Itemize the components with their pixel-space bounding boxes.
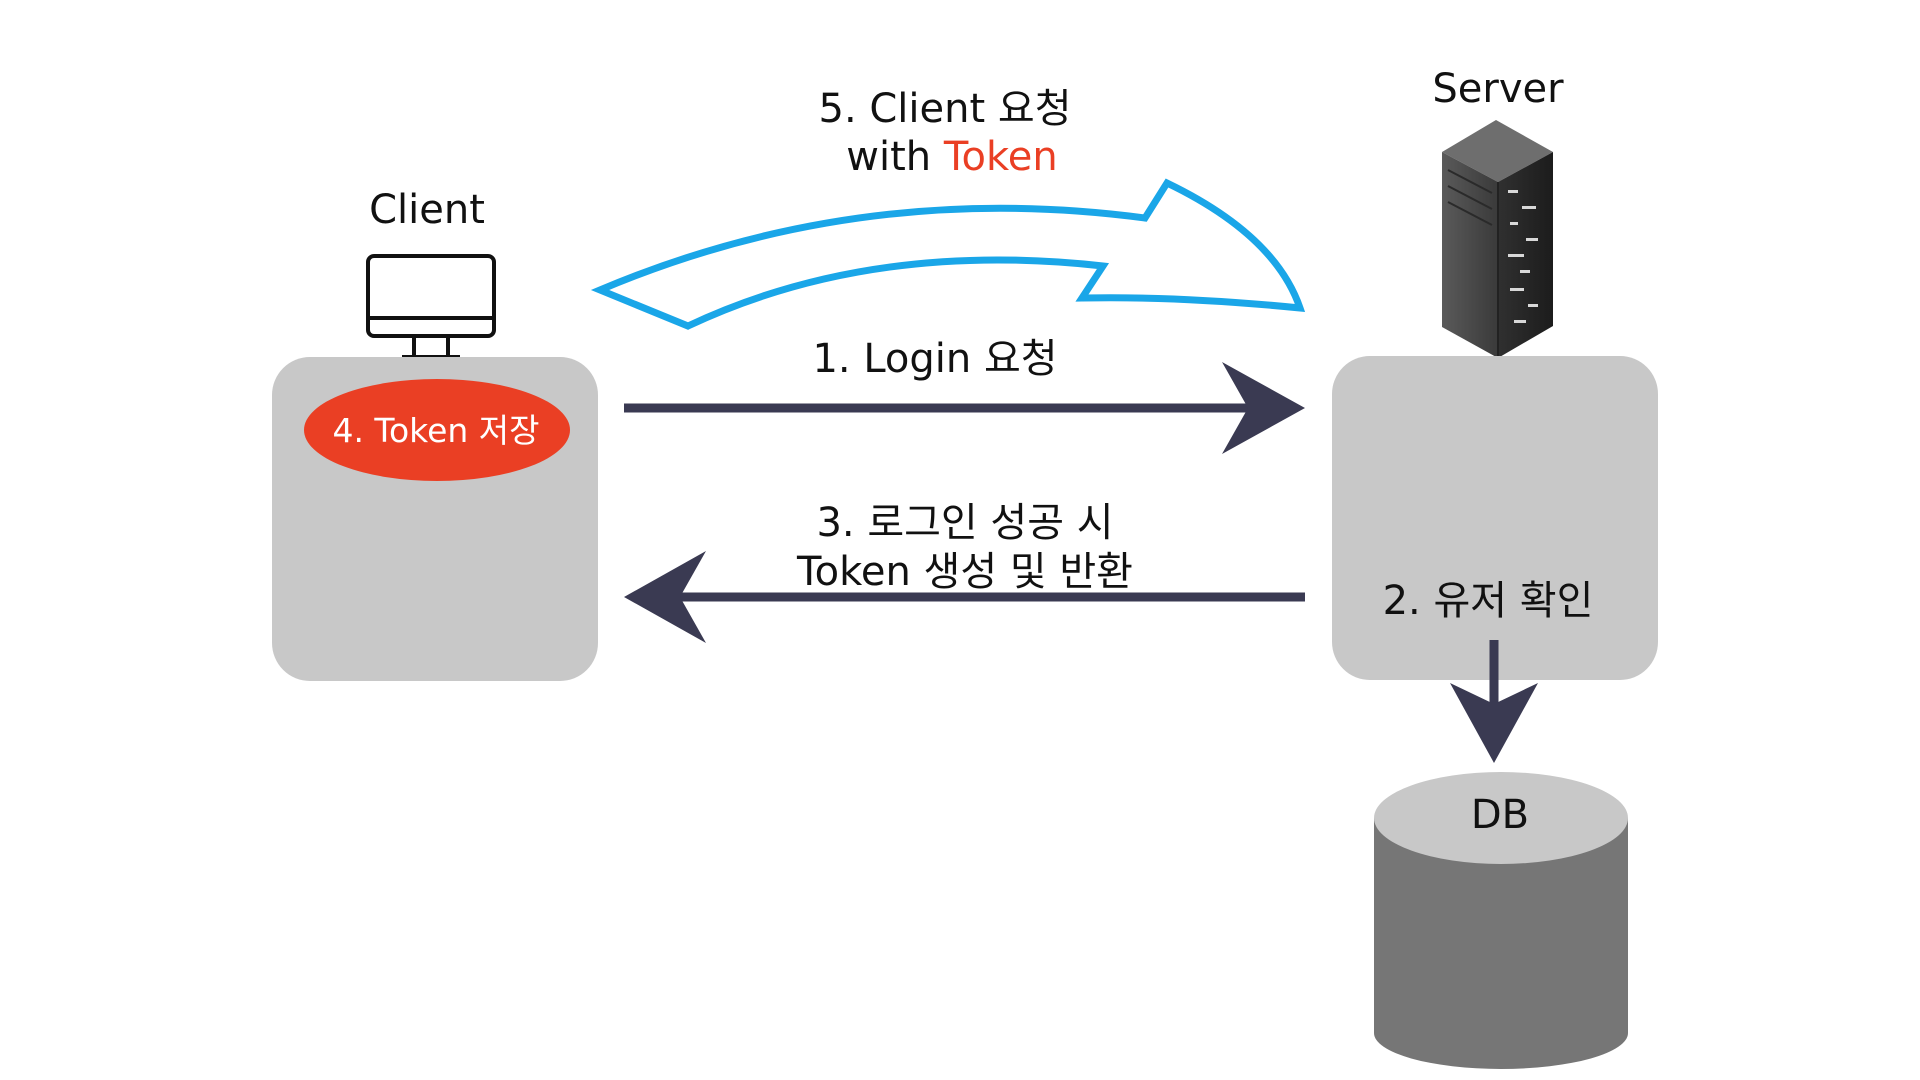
step3-label-line2: Token 생성 및 반환 [796, 549, 1133, 595]
step1-label: 1. Login 요청 [812, 336, 1057, 382]
client-label: Client [369, 187, 485, 233]
server-to-db-arrow [1450, 640, 1538, 763]
db-label: DB [1471, 792, 1529, 838]
step5-token-text: Token [943, 134, 1058, 180]
server-label: Server [1432, 66, 1564, 112]
step5-label-line1: 5. Client 요청 [819, 86, 1072, 132]
step2-label: 2. 유저 확인 [1383, 578, 1594, 624]
monitor-icon [366, 254, 496, 359]
server-rack-icon [1442, 120, 1553, 358]
token-storage-badge [304, 379, 570, 481]
server-box [1332, 356, 1658, 680]
step3-label-line1: 3. 로그인 성공 시 [816, 500, 1113, 546]
login-request-arrow [624, 362, 1305, 454]
step4-label: 4. Token 저장 [332, 411, 539, 450]
database-cylinder-icon [1374, 772, 1628, 1069]
step5-label-line2: with Token [846, 134, 1057, 180]
token-request-curved-arrow [590, 178, 1306, 330]
step5-with-text: with [846, 134, 944, 180]
token-response-arrow [624, 551, 1305, 643]
